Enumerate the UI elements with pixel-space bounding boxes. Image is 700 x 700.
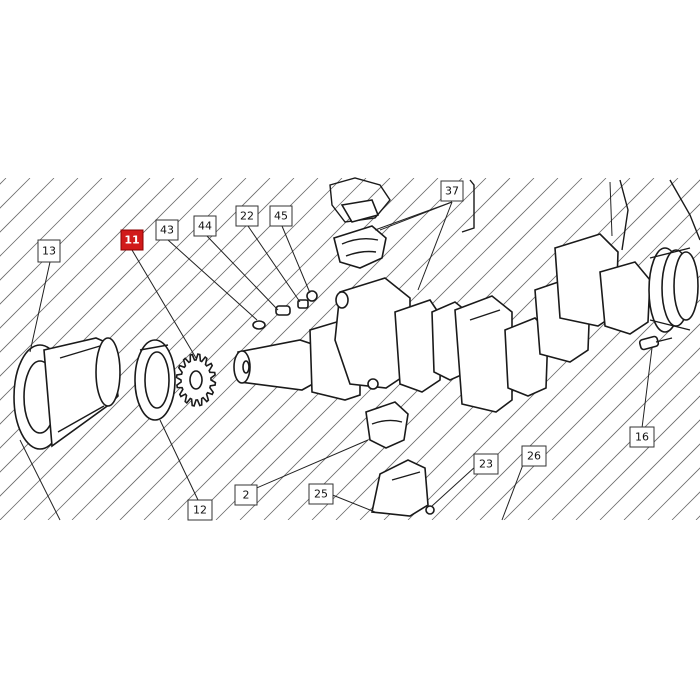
upper-bearing-shell — [333, 225, 387, 269]
svg-text:2: 2 — [243, 489, 250, 502]
svg-text:23: 23 — [479, 458, 493, 471]
callout-16[interactable]: 16 — [629, 426, 655, 448]
timing-gear — [175, 353, 217, 407]
svg-text:12: 12 — [193, 504, 207, 517]
callout-22[interactable]: 22 — [235, 205, 259, 227]
callout-12[interactable]: 12 — [187, 499, 213, 521]
svg-text:43: 43 — [160, 224, 174, 237]
seal-ring — [134, 339, 176, 421]
svg-text:16: 16 — [635, 431, 649, 444]
callout-43[interactable]: 43 — [155, 219, 179, 241]
svg-text:44: 44 — [198, 220, 212, 233]
callout-13[interactable]: 13 — [37, 239, 61, 263]
leader-lines — [19, 181, 653, 521]
svg-text:13: 13 — [42, 245, 56, 258]
callout-26[interactable]: 26 — [521, 445, 547, 467]
crankshaft — [233, 233, 699, 413]
svg-text:45: 45 — [274, 210, 288, 223]
callout-23[interactable]: 23 — [473, 453, 499, 475]
callout-25[interactable]: 25 — [308, 483, 334, 505]
callout-37[interactable]: 37 — [440, 180, 464, 202]
svg-text:22: 22 — [240, 210, 254, 223]
callout-2[interactable]: 2 — [234, 484, 258, 506]
callout-11[interactable]: 11 — [120, 229, 144, 251]
small-keys-and-pins — [252, 290, 318, 330]
lower-bearing-shells — [365, 401, 435, 517]
svg-text:37: 37 — [445, 185, 459, 198]
callout-44[interactable]: 44 — [193, 215, 217, 237]
callout-45[interactable]: 45 — [269, 205, 293, 227]
svg-text:26: 26 — [527, 450, 541, 463]
svg-text:11: 11 — [124, 234, 139, 247]
svg-text:25: 25 — [314, 488, 328, 501]
pulley-hub — [13, 337, 121, 450]
upper-partial-parts — [329, 177, 700, 251]
